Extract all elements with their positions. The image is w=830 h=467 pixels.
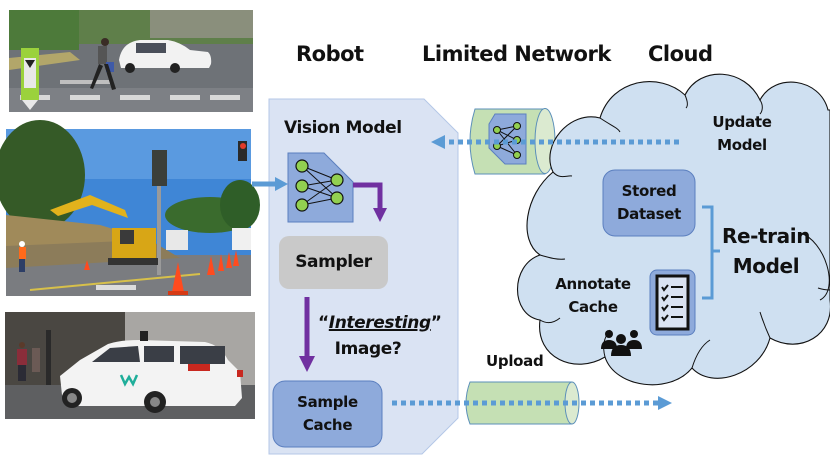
update-model-label: Update Model	[700, 111, 784, 157]
sampler-box	[279, 236, 388, 289]
stored-line2: Dataset	[616, 205, 682, 223]
interesting-image-question: “Interesting” Image?	[318, 310, 442, 362]
sample-cache-line2: Cache	[302, 416, 353, 434]
retrain-line2: Model	[732, 254, 800, 278]
cloud-right-bump	[799, 232, 830, 301]
photo-waymo-car	[5, 312, 255, 419]
input-arrow	[252, 177, 288, 191]
update-line2: Model	[717, 136, 767, 154]
annotate-cache-label: Annotate Cache	[550, 273, 636, 319]
sampler-to-cache-arrow	[299, 297, 315, 372]
update-line1: Update	[712, 113, 772, 131]
cloud-inner-arcs	[539, 94, 830, 369]
retrain-model-label: Re-train Model	[718, 221, 814, 281]
photo-crosswalk	[9, 10, 253, 112]
header-cloud: Cloud	[648, 42, 713, 66]
upload-label: Upload	[486, 352, 544, 370]
sample-cache-line1: Sample	[297, 393, 358, 411]
sample-cache-box	[272, 380, 383, 448]
image-question-label: Image?	[334, 339, 402, 359]
header-limited-network: Limited Network	[422, 42, 611, 66]
retrain-bracket	[702, 205, 720, 300]
neural-network-icon	[287, 152, 354, 223]
update-model-arrow	[431, 135, 679, 149]
stored-dataset-label: Stored Dataset	[603, 180, 695, 226]
annotate-line1: Annotate	[555, 275, 631, 293]
model-to-sampler-arrow	[353, 182, 387, 222]
people-group-icon	[601, 330, 642, 356]
sample-cache-label: Sample Cache	[273, 391, 382, 437]
stored-dataset-box	[602, 169, 696, 237]
annotate-line2: Cache	[568, 298, 618, 316]
retrain-line1: Re-train	[721, 224, 811, 248]
stored-line1: Stored	[621, 182, 677, 200]
upload-arrow	[392, 396, 672, 410]
sampler-label: Sampler	[295, 252, 372, 272]
header-robot: Robot	[296, 42, 364, 66]
photo-construction	[0, 120, 260, 296]
vision-model-label: Vision Model	[284, 118, 402, 138]
interesting-label: “Interesting”	[318, 313, 442, 333]
checklist-icon	[649, 269, 696, 336]
